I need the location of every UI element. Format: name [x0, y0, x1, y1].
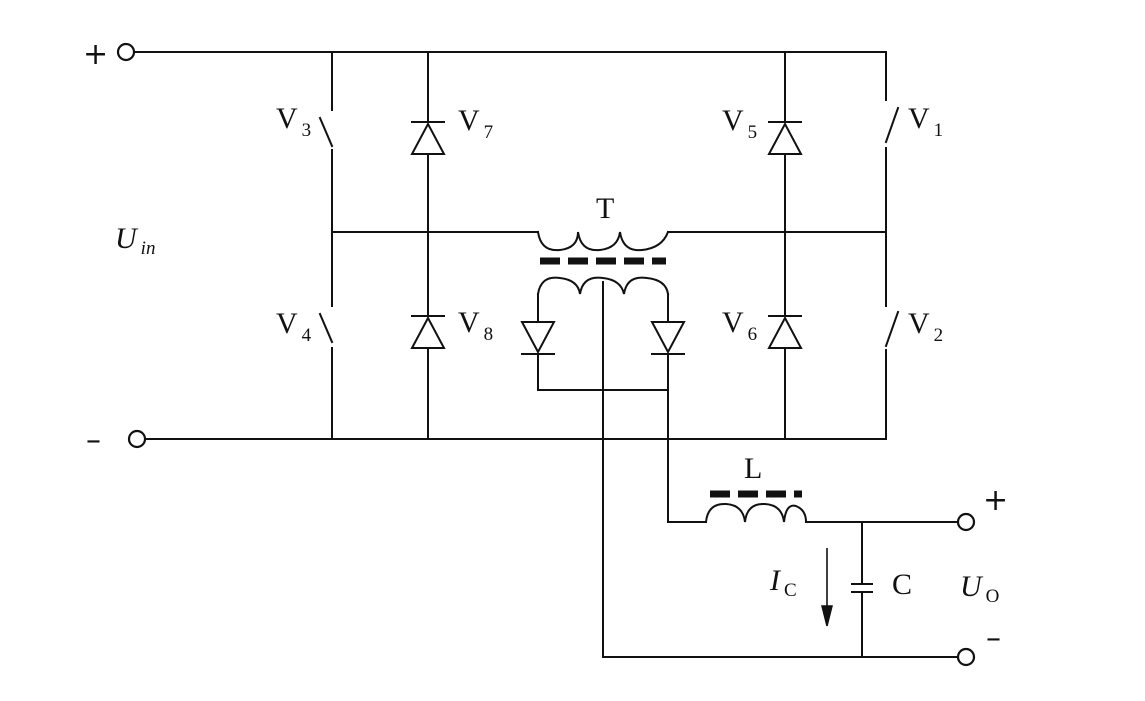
label-v2: V 2 — [908, 307, 943, 346]
label-v7: V 7 — [458, 104, 493, 143]
output-voltage-label: U O — [960, 570, 999, 607]
label-v1: V 1 — [908, 102, 943, 141]
label-v6: V 6 — [722, 306, 757, 345]
inductor-l — [704, 490, 808, 524]
label-v5: V 5 — [722, 104, 757, 143]
input-negative-terminal — [127, 429, 147, 449]
input-minus-sign: – — [86, 423, 101, 458]
diode-v6 — [767, 231, 803, 440]
transformer-label: T — [596, 192, 614, 225]
capacitor-c — [851, 521, 873, 658]
switch-v4 — [318, 231, 334, 440]
output-positive-terminal — [956, 512, 976, 532]
transformer-t — [536, 230, 670, 296]
current-label: I C — [769, 564, 797, 601]
switch-v2 — [884, 231, 900, 440]
output-negative-terminal — [956, 647, 976, 667]
output-plus-sign: + — [983, 483, 1008, 518]
input-voltage-label: U in — [115, 222, 155, 259]
label-v4: V 4 — [276, 307, 312, 346]
secondary-rectifier-left — [520, 293, 556, 391]
input-positive-terminal — [116, 42, 136, 62]
secondary-rectifier-right — [650, 293, 686, 391]
transformer-secondary-winding — [536, 276, 670, 296]
current-arrow-icon — [821, 548, 833, 627]
input-plus-sign: + — [83, 37, 108, 72]
label-v8: V 8 — [458, 306, 493, 345]
diode-v7 — [410, 51, 446, 233]
capacitor-label: C — [892, 568, 912, 601]
diode-v5 — [767, 51, 803, 233]
switch-v1 — [884, 51, 900, 233]
label-v3: V 3 — [276, 102, 311, 141]
transformer-primary-winding — [536, 230, 670, 252]
switch-v3 — [318, 51, 334, 233]
inductor-label: L — [744, 452, 762, 485]
output-minus-sign: – — [986, 621, 1001, 656]
diode-v8 — [410, 231, 446, 440]
rectifier-output-wire — [667, 389, 707, 523]
